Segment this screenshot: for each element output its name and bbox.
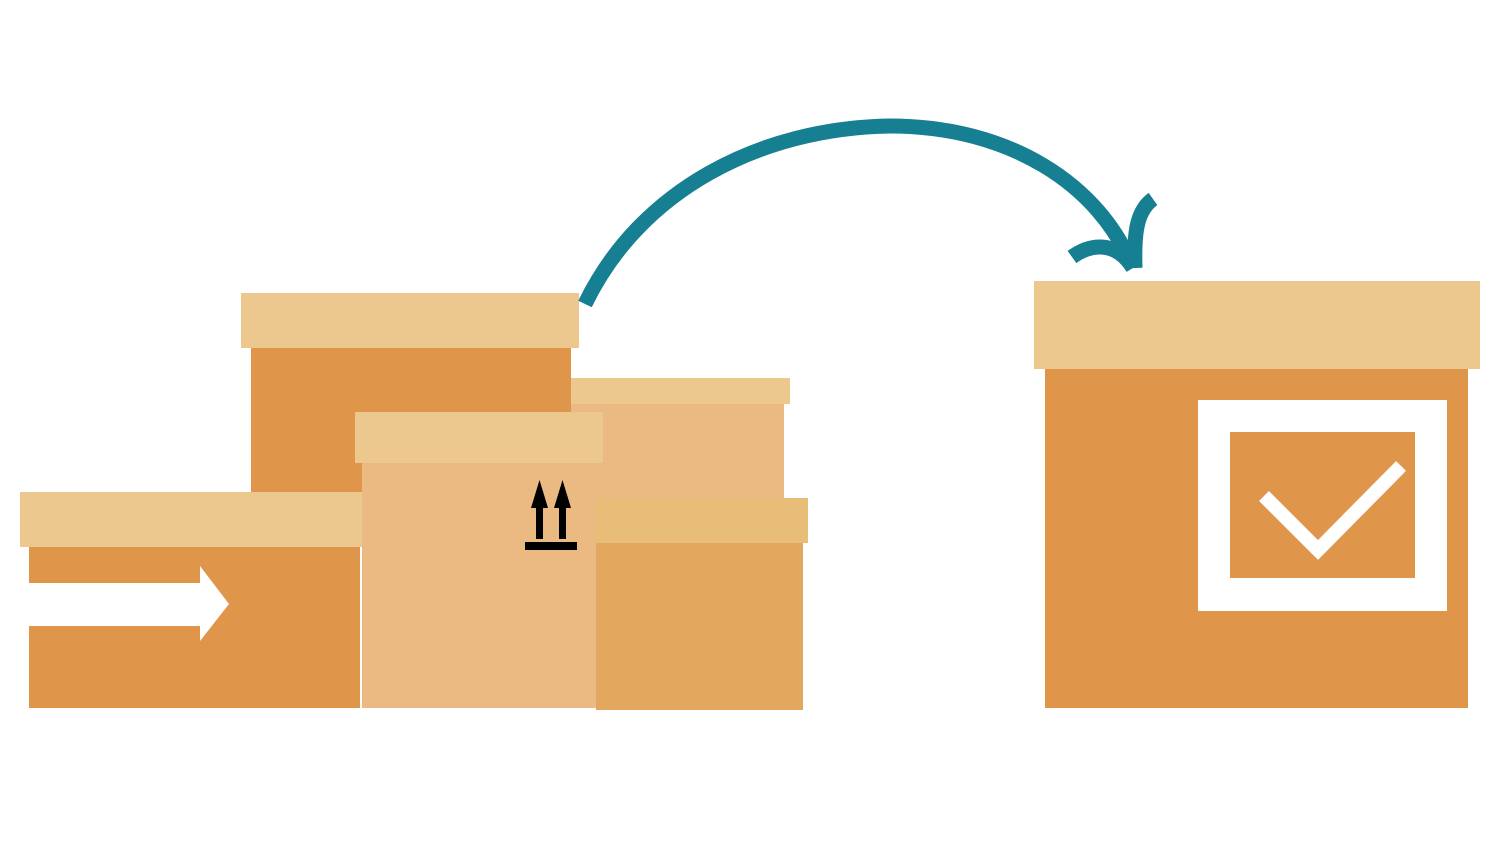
box-target-lid — [1034, 281, 1480, 369]
box-back-left-lid — [241, 293, 579, 348]
box-front-center-lid — [355, 412, 603, 463]
this-side-up-icon — [525, 480, 577, 550]
box-target — [1034, 281, 1480, 708]
curved-arrow-head-left — [1067, 239, 1140, 273]
box-front-right-lid — [596, 498, 808, 543]
box-front-left-body — [29, 545, 360, 708]
box-back-right — [571, 378, 790, 510]
box-front-right — [596, 498, 808, 710]
curved-arrow-icon — [578, 118, 1158, 308]
curved-arrow-head-right — [1127, 192, 1158, 269]
right-arrow-icon — [29, 566, 229, 641]
box-front-center — [355, 412, 603, 708]
box-back-right-body — [571, 400, 784, 510]
checkmark-icon — [1259, 461, 1406, 560]
label-inner — [1230, 432, 1415, 578]
box-front-right-body — [596, 540, 803, 710]
curved-arrow-shaft — [578, 118, 1140, 308]
box-back-right-lid — [571, 378, 790, 404]
box-front-left — [20, 492, 362, 708]
box-front-left-lid — [20, 492, 362, 547]
